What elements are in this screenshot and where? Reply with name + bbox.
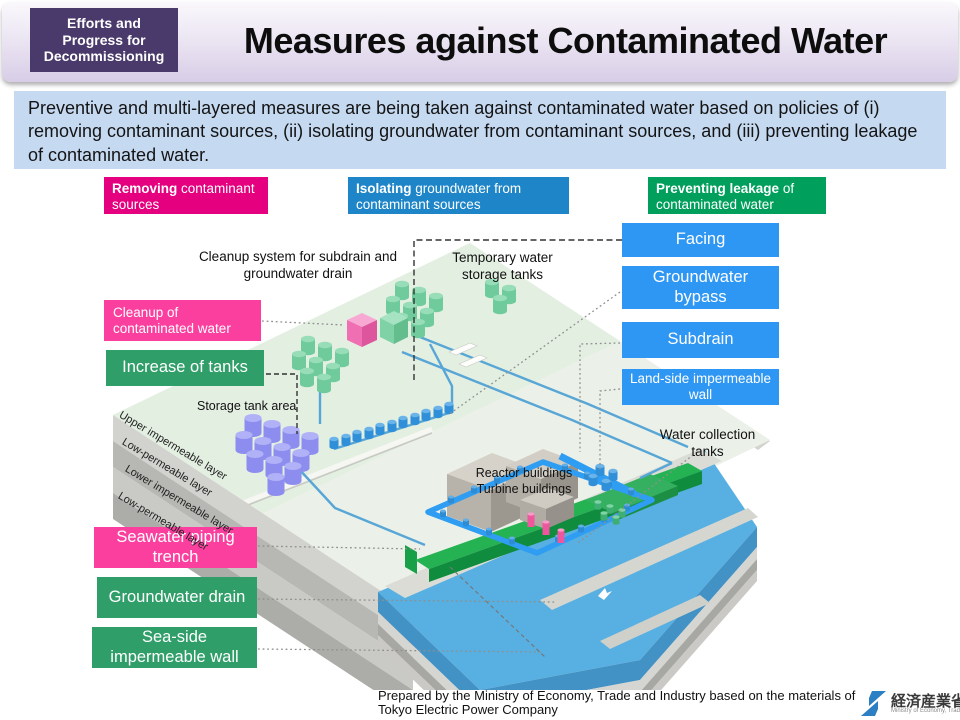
legend-preventing-rest: of contaminated water — [656, 181, 795, 213]
decommissioning-badge: Efforts and Progress for Decommissioning — [30, 8, 178, 72]
meti-subtitle-text: Ministry of Economy, Trade and Industry — [891, 708, 960, 714]
legend-preventing-leakage: Preventing leakage of contaminated water — [648, 177, 826, 214]
meti-name-text: 経済産業省 — [891, 693, 960, 710]
legend-removing-bold: Removing — [112, 181, 178, 196]
label-reactor-buildings: Reactor buildings Turbine buildings — [468, 466, 580, 497]
credit-text: Prepared by the Ministry of Economy, Tra… — [378, 688, 868, 718]
credit-line-1: Prepared by the Ministry of Economy, Tra… — [378, 688, 856, 703]
leader-lines — [257, 239, 698, 658]
label-temporary-tanks: Temporary water storage tanks — [452, 250, 553, 282]
label-water-collection-tanks: Water collection tanks — [659, 427, 756, 459]
meti-logo: 経済産業省 Ministry of Economy, Trade and Ind… — [860, 689, 960, 719]
label-reactor-line: Reactor buildings — [475, 466, 573, 480]
measure-seaside-wall: Sea-side impermeable wall — [92, 627, 257, 668]
cleanup-facility-3d — [347, 311, 408, 347]
measure-landside-wall: Land-side impermeable wall — [622, 369, 779, 405]
legend-isolating-bold: Isolating — [356, 181, 412, 196]
sea-3d — [378, 450, 757, 690]
measure-seawater-trench: Seawater piping trench — [94, 527, 257, 568]
label-cleanup-system: Cleanup system for subdrain and groundwa… — [198, 249, 398, 281]
measure-groundwater-bypass: Groundwater bypass — [622, 266, 779, 309]
measure-facing: Facing — [622, 223, 779, 257]
meti-mark-icon — [861, 691, 886, 716]
measure-groundwater-drain: Groundwater drain — [97, 577, 257, 618]
page-title: Measures against Contaminated Water — [243, 20, 888, 61]
credit-line-2: Tokyo Electric Power Company — [378, 702, 558, 718]
legend-preventing-bold: Preventing leakage — [656, 181, 780, 196]
measure-increase-tanks: Increase of tanks — [106, 350, 264, 386]
legend-isolating-groundwater: Isolating groundwater from contaminant s… — [348, 177, 569, 214]
sea-arrow-icon — [598, 588, 612, 600]
label-storage-tank-area: Storage tank area — [197, 399, 297, 413]
site-diagram — [113, 239, 770, 690]
legend-isolating-rest: groundwater from contaminant sources — [356, 181, 522, 213]
measure-cleanup-water: Cleanup of contaminated water — [104, 300, 261, 341]
label-turbine-line: Turbine buildings — [476, 481, 572, 496]
site-sheds — [448, 342, 488, 368]
intro-text-box: Preventive and multi-layered measures ar… — [14, 91, 946, 169]
geological-layers-3d — [113, 415, 413, 690]
legend-removing-sources: Removing contaminant sources — [104, 177, 268, 214]
measure-subdrain: Subdrain — [622, 322, 779, 358]
legend-removing-rest: contaminant sources — [112, 181, 255, 213]
